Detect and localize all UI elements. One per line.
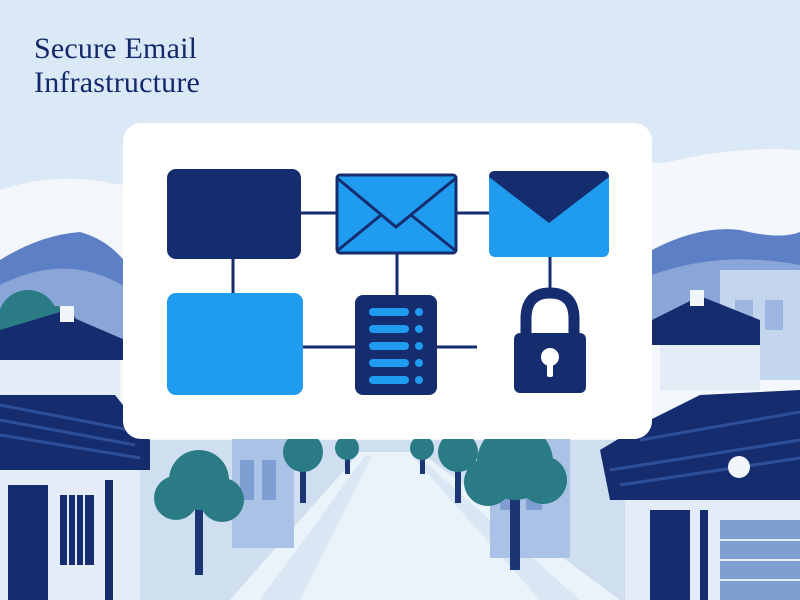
diagram-connectors — [231, 211, 552, 349]
envelope-icon — [335, 173, 458, 255]
page-title: Secure Email Infrastructure — [34, 32, 200, 100]
blue-block — [167, 293, 303, 395]
left-house — [0, 306, 150, 600]
lock-icon — [514, 287, 586, 393]
navy-block — [167, 169, 301, 259]
title-line-1: Secure Email — [34, 32, 198, 65]
infrastructure-diagram-card — [123, 123, 652, 439]
mail-icon — [489, 171, 609, 257]
right-house — [600, 290, 800, 600]
server-icon — [355, 295, 437, 395]
trees — [0, 290, 567, 575]
diagram-svg — [167, 169, 609, 395]
title-line-2: Infrastructure — [34, 66, 201, 99]
